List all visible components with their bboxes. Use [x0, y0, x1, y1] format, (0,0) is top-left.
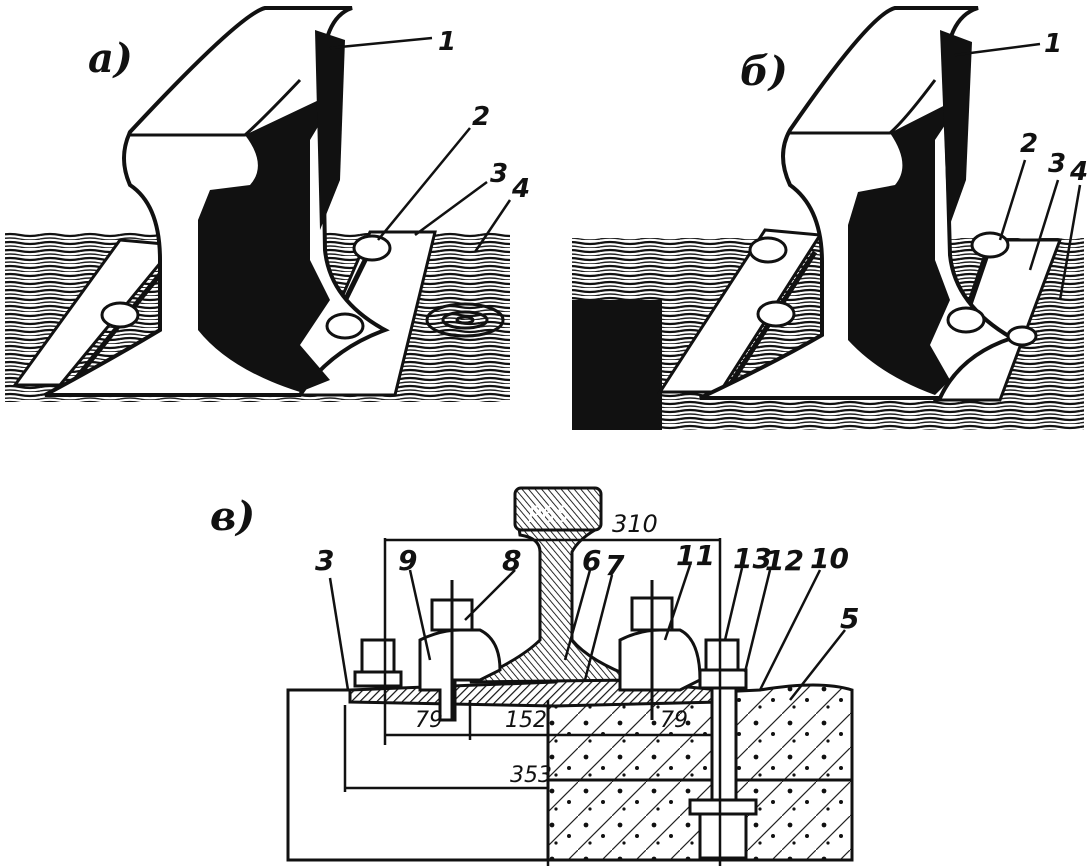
panel-a-callout-1: 1	[438, 27, 456, 57]
panel-a-callout-3: 3	[490, 159, 508, 189]
panel-b-spike-hole	[1006, 325, 1038, 347]
panel-b-label: б)	[740, 48, 788, 95]
panel-c-dimension-lines	[343, 538, 722, 866]
panel-c-dim-left-span: 79	[415, 708, 443, 733]
panel-a-wood-grain	[425, 302, 505, 338]
panel-c-dim-mid-span: 152	[505, 708, 547, 733]
panel-b-spike-3	[946, 306, 986, 334]
panel-b-spike-left-1	[748, 236, 788, 264]
panel-b-callout-3: 3	[1048, 149, 1066, 179]
panel-a-spike-3	[325, 312, 365, 340]
panel-c-callout-12: 12	[765, 544, 804, 577]
panel-b: б) 1 2 3 4	[572, 6, 1088, 430]
panel-a: а) 1 2 3 4	[5, 6, 530, 402]
panel-c-callout-9: 9	[398, 544, 417, 577]
panel-c-callout-13: 13	[733, 542, 772, 575]
panel-c-dim-right-span: 79	[660, 708, 688, 733]
panel-c-callout-3: 3	[315, 544, 334, 577]
panel-a-spike-left	[100, 301, 140, 329]
panel-c-callout-8: 8	[502, 544, 521, 577]
panel-c-callout-5: 5	[840, 602, 859, 635]
panel-c-slab-left	[286, 688, 550, 862]
panel-c-callout-6: 6	[582, 544, 601, 577]
panel-b-callout-4: 4	[1069, 157, 1088, 187]
panel-a-callout-2: 2	[472, 102, 490, 132]
panel-c-dim-top-width: 310	[612, 510, 658, 538]
panel-c-clamp-left	[353, 580, 502, 722]
panel-b-spike-2	[970, 231, 1010, 259]
panel-b-callout-2: 2	[1020, 129, 1038, 159]
panel-b-callout-1: 1	[1044, 29, 1062, 59]
panel-b-spike-left-2	[756, 300, 796, 328]
panel-a-label: а)	[88, 35, 133, 82]
panel-c-callout-7: 7	[605, 549, 625, 582]
panel-a-callout-4: 4	[511, 174, 530, 204]
panel-c-callout-11: 11	[676, 539, 715, 572]
panel-a-spike-2	[352, 234, 392, 262]
panel-c-clamp-right	[618, 580, 748, 720]
panel-c-concrete-block	[546, 683, 854, 862]
panel-c-anchor-bolt	[688, 686, 758, 860]
panel-c-rail-marking: Р65	[528, 503, 569, 528]
panel-c-label: в)	[210, 493, 255, 540]
panel-c: в) Р65 310 79 152 79 353 3 9 8 6 7 11 13…	[210, 486, 859, 866]
panel-c-dim-total: 353	[510, 763, 552, 788]
panel-c-callout-10: 10	[810, 542, 849, 575]
